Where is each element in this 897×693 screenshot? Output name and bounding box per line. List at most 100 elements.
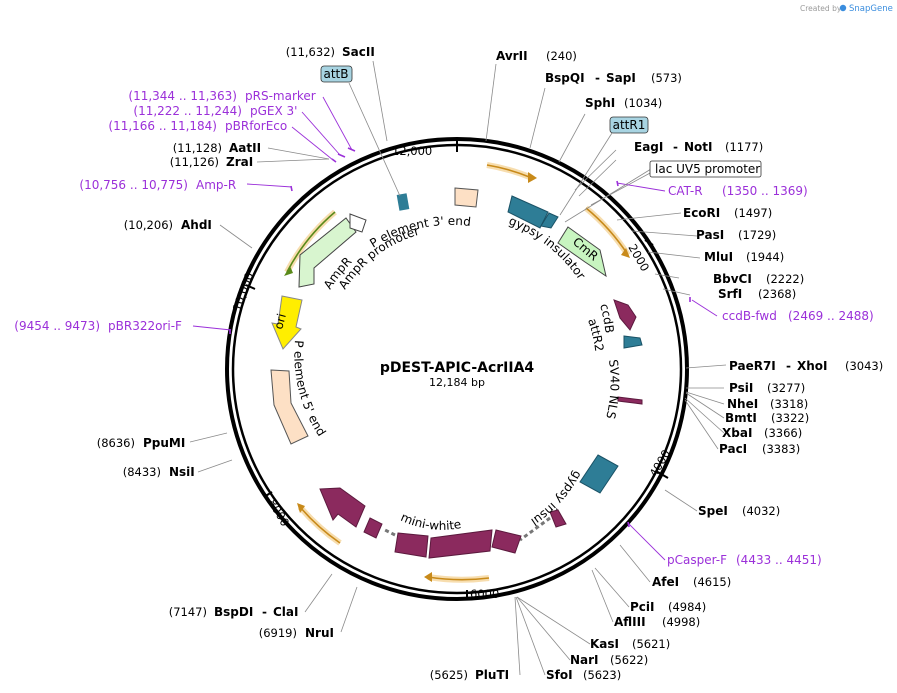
aatii-name: AatII	[229, 141, 261, 155]
ppumi-name: PpuMI	[143, 436, 185, 450]
feature-ori: ori	[271, 295, 303, 350]
psii-name: PsiI	[729, 381, 753, 395]
pgex-name: pGEX 3'	[250, 104, 297, 118]
pasi-name: PasI	[696, 228, 724, 242]
srfi-name: SrfI	[718, 287, 742, 301]
sfoi-name: SfoI	[546, 668, 573, 682]
feature-attb-marker	[396, 193, 410, 211]
mlui-pos: (1944)	[746, 250, 784, 264]
feature-sv40-nls: SV40 NLS	[603, 359, 643, 421]
snapgene-logo-icon	[839, 4, 847, 12]
pluti-name: PluTI	[475, 668, 509, 682]
afei-pos: (4615)	[693, 575, 731, 589]
pbrforeco-name: pBRforEco	[225, 119, 287, 133]
plasmid-length: 12,184 bp	[429, 376, 485, 389]
afliii-name: AflIII	[614, 615, 646, 629]
xhoi-name: XhoI	[797, 359, 828, 373]
snapgene-credit: Created by SnapGene	[800, 4, 893, 14]
plasmid-name: pDEST-APIC-AcrIIA4	[380, 360, 535, 376]
bspdi-name: BspDI	[214, 605, 253, 619]
svg-text:SV40 NLS: SV40 NLS	[603, 359, 621, 421]
pbr322ori-f-name: pBR322ori-F	[108, 319, 182, 333]
paer7i-name: PaeR7I	[729, 359, 776, 373]
label-ori: ori	[271, 312, 289, 331]
bbvci-pos: (2222)	[766, 272, 804, 286]
spei-name: SpeI	[698, 504, 728, 518]
spei-pos: (4032)	[742, 504, 780, 518]
cat-r-primer-range: (1350 .. 1369)	[722, 184, 808, 198]
paci-name: PacI	[719, 442, 747, 456]
feature-ccdb: ccdB	[597, 299, 637, 334]
tick-label-4000: 4000	[646, 447, 673, 479]
sacii-name: SacII	[342, 45, 375, 59]
aatii-pos: (11,128)	[173, 141, 222, 155]
eagi-sep: -	[673, 140, 678, 154]
lac-uv5-promoter-label: lac UV5 promoter	[655, 162, 760, 176]
ahdi-pos: (10,206)	[124, 218, 173, 232]
lac-uv5-promoter-box: lac UV5 promoter	[564, 160, 762, 223]
credit-brand: SnapGene	[849, 4, 893, 14]
afliii-pos: (4998)	[662, 615, 700, 629]
sphi-name: SphI	[585, 96, 615, 110]
bmti-pos: (3322)	[771, 411, 809, 425]
attb-label: attB	[324, 67, 349, 81]
xbai-pos: (3366)	[764, 426, 802, 440]
label-mini-white: mini-white	[399, 510, 462, 533]
paer7i-pos: (3043)	[845, 359, 883, 373]
tick-label-6000: 6000	[470, 587, 499, 601]
bspqi-sep: -	[595, 71, 600, 85]
attr1-label: attR1	[613, 118, 646, 132]
pcii-name: PciI	[630, 600, 655, 614]
pcasper-f-range: (4433 .. 4451)	[736, 553, 822, 567]
xbai-name: XbaI	[722, 426, 752, 440]
prs-marker-range: (11,344 .. 11,363)	[128, 89, 237, 103]
sapi-name: SapI	[606, 71, 636, 85]
clai-name: ClaI	[273, 605, 298, 619]
bmti-name: BmtI	[725, 411, 757, 425]
amp-r-primer-range: (10,756 .. 10,775)	[79, 178, 188, 192]
ccdb-fwd-name: ccdB-fwd	[722, 309, 777, 323]
nsii-pos: (8433)	[123, 465, 161, 479]
label-ccdb: ccdB	[597, 302, 616, 334]
sacii-pos: (11,632)	[286, 45, 335, 59]
kasi-name: KasI	[590, 637, 619, 651]
feature-p-element-5-end: P element 5' end	[270, 340, 329, 445]
ecori-name: EcoRI	[683, 206, 720, 220]
paci-pos: (3383)	[762, 442, 800, 456]
feature-mini-white: mini-white	[319, 487, 551, 559]
bbvci-name: BbvCI	[713, 272, 752, 286]
sfoi-pos: (5623)	[583, 668, 621, 682]
noti-name: NotI	[684, 140, 713, 154]
nari-pos: (5622)	[610, 653, 648, 667]
tick-label-10000: 10,000	[230, 270, 257, 313]
nari-name: NarI	[570, 653, 599, 667]
amp-r-primer-name: Amp-R	[196, 178, 236, 192]
sphi-pos: (1034)	[624, 96, 662, 110]
kasi-pos: (5621)	[632, 637, 670, 651]
nhei-pos: (3318)	[770, 397, 808, 411]
tick-label-8000: 8000	[265, 497, 292, 529]
svg-text:ccdB: ccdB	[597, 302, 616, 334]
eagi-name: EagI	[634, 140, 663, 154]
feature-cmr: CmR	[557, 226, 607, 278]
zrai-pos: (11,126)	[170, 155, 219, 169]
avrii-name: AvrII	[496, 49, 528, 63]
nrui-pos: (6919)	[259, 626, 297, 640]
tick-label-12000: 12,000	[392, 144, 432, 158]
bspdi-sep: -	[262, 605, 267, 619]
bspqi-name: BspQI	[545, 71, 585, 85]
ppumi-pos: (8636)	[97, 436, 135, 450]
pbr322ori-f-range: (9454 .. 9473)	[14, 319, 100, 333]
ccdb-fwd-range: (2469 .. 2488)	[788, 309, 874, 323]
primer-leader-lines	[192, 96, 718, 561]
label-sv40-nls: SV40 NLS	[603, 359, 621, 421]
position-ticks	[245, 139, 669, 599]
pasi-pos: (1729)	[738, 228, 776, 242]
afei-name: AfeI	[652, 575, 679, 589]
bspdi-pos: (7147)	[169, 605, 207, 619]
paer7i-sep: -	[786, 359, 791, 373]
primer-markers	[229, 147, 691, 528]
avrii-pos: (240)	[546, 49, 577, 63]
pgex-range: (11,222 .. 11,244)	[133, 104, 242, 118]
